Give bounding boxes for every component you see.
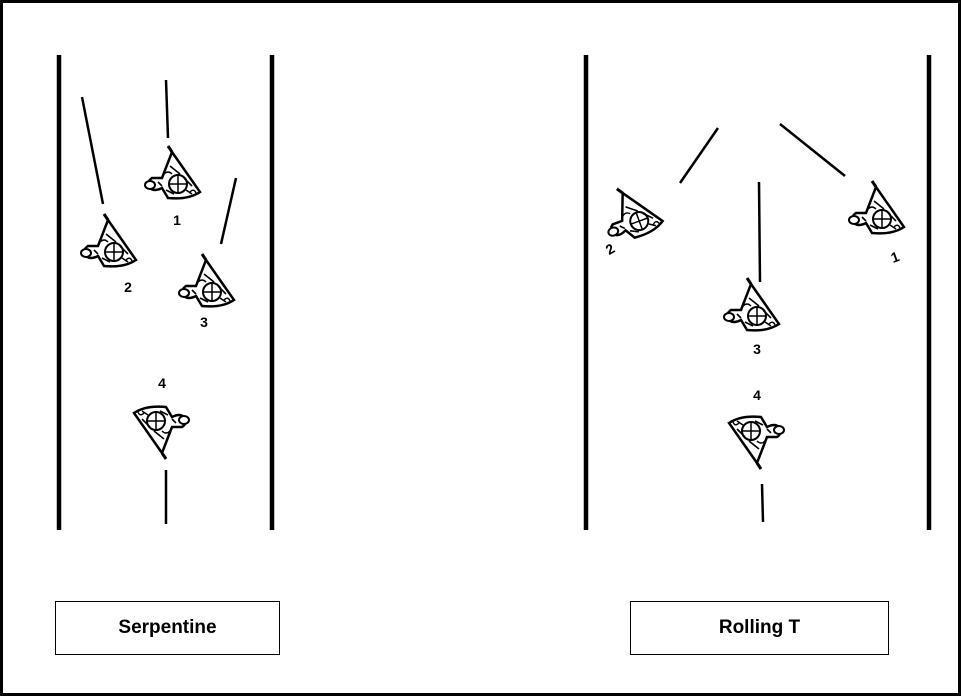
caption-serpentine: Serpentine	[55, 601, 280, 655]
caption-serpentine-text: Serpentine	[118, 617, 217, 638]
soldier-icon	[847, 179, 906, 235]
soldier-icon	[593, 176, 667, 248]
panel-rolling-t: 1 2 3 4	[583, 55, 932, 530]
soldier-icon	[143, 144, 202, 200]
weapon-sector-line	[757, 181, 762, 283]
soldier-number: 4	[753, 387, 761, 403]
weapon-sector-line	[779, 123, 846, 177]
weapon-sector-line	[164, 79, 170, 139]
soldier-icon	[727, 415, 786, 471]
soldier-icon	[177, 252, 236, 308]
panel-serpentine: 1 2 3 4	[56, 55, 275, 530]
weapon-sector-line	[760, 483, 765, 523]
weapon-sector-line	[678, 127, 720, 184]
soldier-number: 3	[200, 314, 208, 330]
weapon-sector-line	[219, 177, 238, 245]
caption-rolling-t: Rolling T	[630, 601, 889, 655]
soldier-number: 2	[603, 240, 618, 258]
soldier-number: 2	[124, 279, 132, 295]
soldier-icon	[722, 276, 781, 332]
weapon-sector-line	[80, 96, 105, 205]
soldier-number: 4	[158, 375, 166, 391]
soldier-icon	[79, 212, 138, 268]
soldier-icon	[132, 405, 191, 461]
soldier-number: 1	[173, 212, 181, 228]
soldier-number: 1	[889, 248, 902, 266]
soldier-number: 3	[753, 341, 761, 357]
caption-rolling-t-text: Rolling T	[718, 617, 801, 638]
